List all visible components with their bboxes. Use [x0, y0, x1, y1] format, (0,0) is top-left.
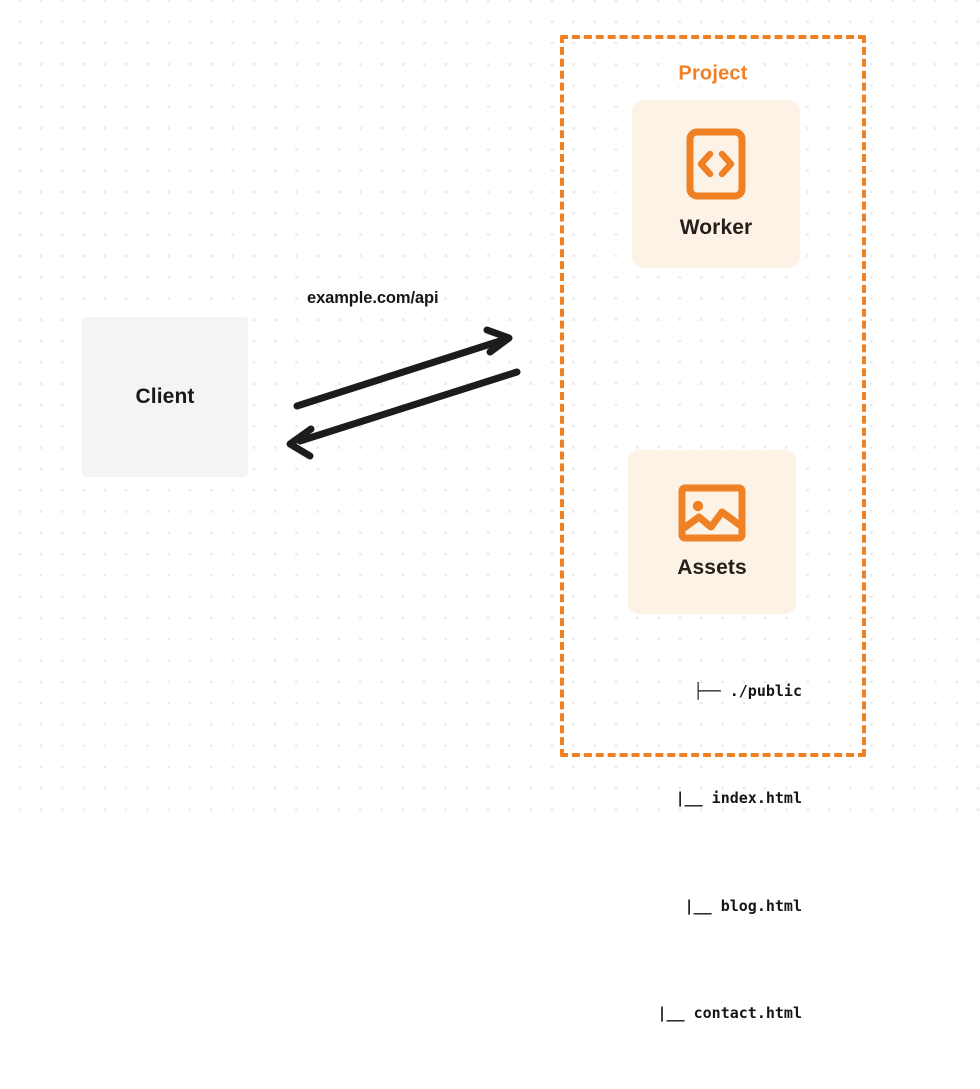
- diagram-canvas: Client example.com/api Project Worker: [0, 0, 980, 1022]
- project-title: Project: [671, 62, 755, 86]
- assets-label: Assets: [677, 556, 747, 579]
- request-arrow: [293, 326, 513, 410]
- assets-file-tree: ├── ./public |__ index.html |__ blog.htm…: [600, 616, 803, 1089]
- file-tree-entry-3: |__ contact.html: [657, 1004, 803, 1022]
- file-tree-row: ├── ./public: [600, 659, 802, 724]
- image-icon: [678, 484, 746, 542]
- assets-node[interactable]: Assets: [628, 450, 796, 614]
- worker-node[interactable]: Worker: [632, 100, 800, 268]
- client-node[interactable]: Client: [82, 317, 248, 477]
- file-tree-entry-2: |__ blog.html: [684, 896, 802, 915]
- client-label: Client: [135, 385, 195, 408]
- file-tree-row: |__ contact.html: [600, 982, 803, 1047]
- connection-label: example.com/api: [307, 289, 439, 307]
- response-arrow: [286, 368, 521, 460]
- file-tree-row: |__ blog.html: [600, 874, 802, 939]
- worker-label: Worker: [679, 216, 753, 239]
- file-tree-entry-0: ├── ./public: [693, 681, 802, 700]
- file-tree-entry-1: |__ index.html: [675, 789, 802, 807]
- project-container: Project: [560, 35, 866, 757]
- code-brackets-icon: [686, 128, 746, 200]
- file-tree-row: |__ index.html: [600, 767, 802, 832]
